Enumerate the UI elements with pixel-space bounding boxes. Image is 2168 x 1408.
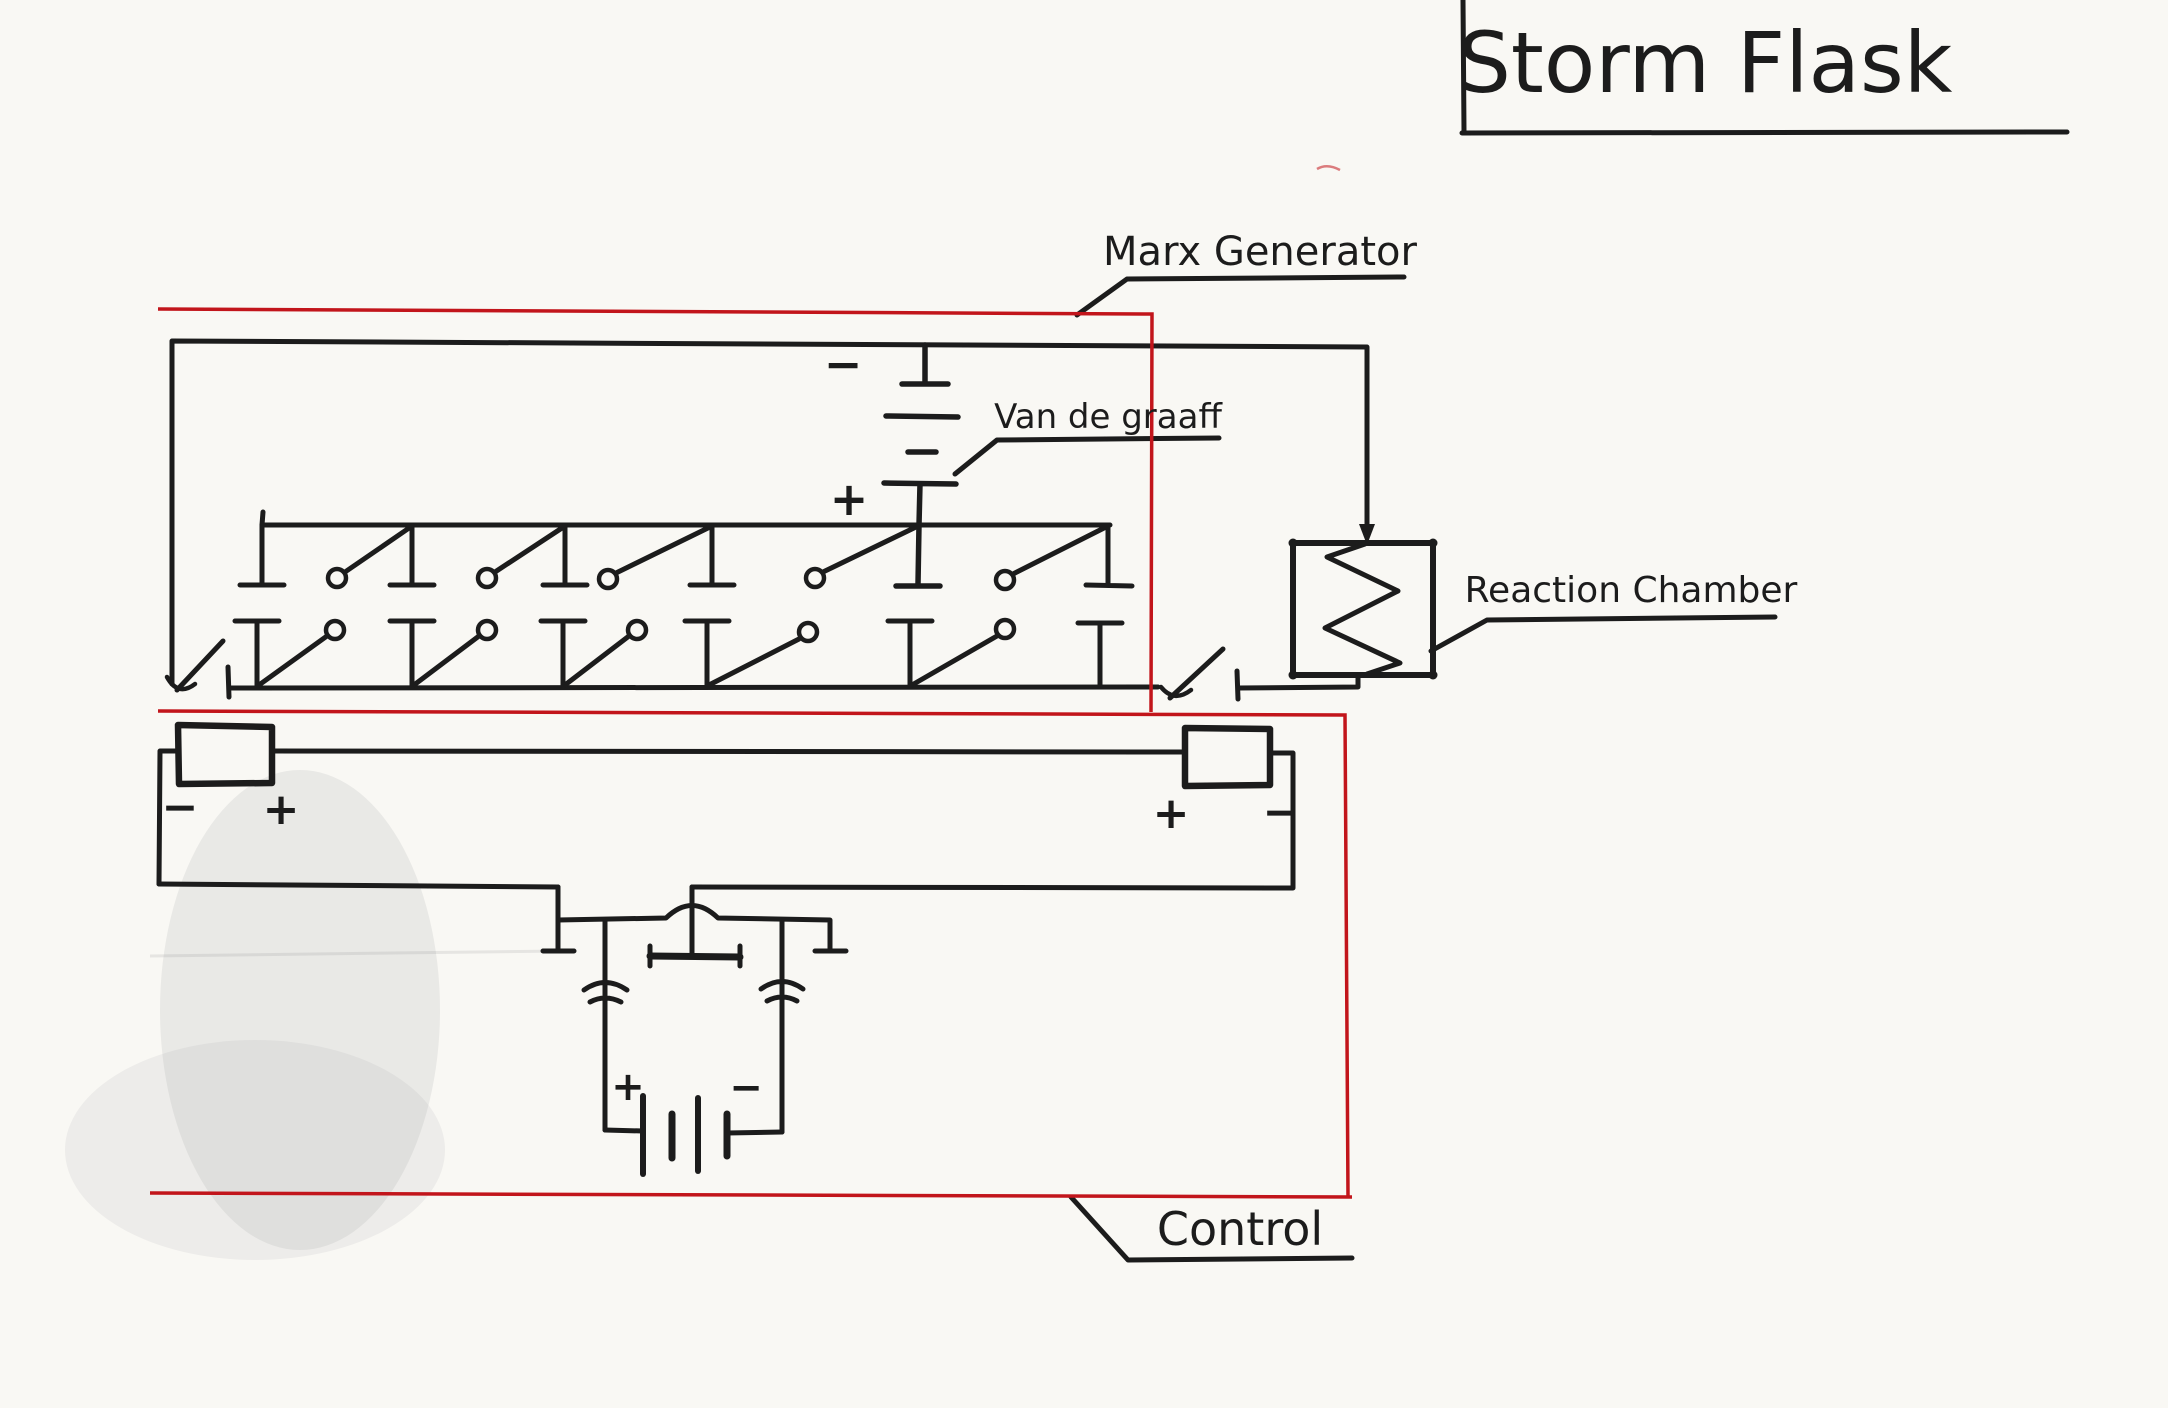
marx-top-spark-gaps	[325, 523, 1109, 592]
control-left-plus-sign: +	[263, 784, 300, 835]
right-switch	[1158, 646, 1361, 702]
ink-fills	[1288, 524, 1438, 680]
marx-outer-wire	[169, 338, 1370, 687]
marx-generator-red-outline	[157, 307, 1154, 713]
van-de-graaff-battery	[881, 342, 961, 589]
control-left-minus-sign: −	[162, 782, 199, 833]
marx-battery-plus-sign: +	[830, 472, 869, 526]
control-bottom-bus-left	[156, 881, 561, 890]
control-label-leader	[1068, 1194, 1355, 1263]
control-right-minus-sign: −	[1263, 787, 1300, 838]
marx-bottom-bus	[226, 684, 1161, 691]
reaction-chamber-label-leader	[1428, 614, 1778, 654]
control-red-outline-top-right	[157, 709, 1350, 1197]
text-layer: Storm Flask Marx Generator Van de graaff…	[162, 14, 1953, 1256]
control-left-coil-box	[174, 721, 276, 788]
control-right-plus-sign: +	[1153, 788, 1190, 839]
marx-bottom-spark-gaps	[256, 617, 1017, 688]
control-left-wire	[156, 748, 181, 887]
control-switch-element	[540, 884, 849, 969]
control-battery-minus-sign: −	[729, 1065, 763, 1111]
arrowhead-down-icon	[1359, 524, 1375, 545]
stray-red-mark	[1316, 165, 1341, 172]
control-red-outline-bottom	[149, 1191, 1353, 1199]
title-box	[1459, 0, 2070, 136]
red-annotation-layer	[149, 165, 1353, 1199]
paper-shadows	[65, 770, 561, 1260]
control-circuit	[156, 721, 1296, 1177]
marx-battery-minus-sign: −	[824, 337, 863, 391]
van-de-graaff-label: Van de graaff	[994, 397, 1223, 437]
reaction-chamber-heater-zigzag	[1322, 541, 1403, 677]
ink-layer	[156, 0, 2070, 1263]
control-right-coil-box	[1181, 724, 1274, 790]
marx-bottom-capacitors	[232, 618, 1125, 690]
control-top-bus	[269, 748, 1188, 755]
control-battery	[602, 1093, 785, 1177]
marx-top-capacitors	[237, 522, 1135, 589]
marx-generator-label: Marx Generator	[1103, 229, 1417, 275]
page-title: Storm Flask	[1458, 14, 1953, 112]
control-right-wire	[689, 750, 1296, 891]
left-switch	[164, 638, 232, 700]
reaction-chamber-label: Reaction Chamber	[1465, 570, 1798, 611]
van-de-graaff-label-leader	[952, 435, 1222, 477]
control-capacitors	[581, 917, 806, 1135]
marx-generator-label-leader	[1074, 274, 1407, 318]
control-battery-plus-sign: +	[611, 1064, 645, 1110]
control-label: Control	[1157, 1202, 1323, 1256]
